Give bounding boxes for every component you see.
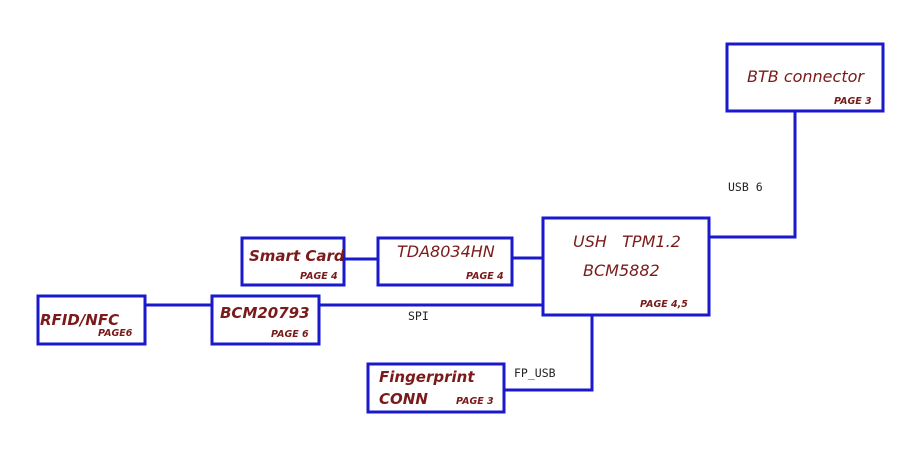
bcm20793-page: PAGE 6 <box>271 329 309 340</box>
bcm20793-block: BCM20793 PAGE 6 <box>210 294 321 346</box>
fingerprint-conn-page: PAGE 3 <box>456 396 494 407</box>
ush-tpm-block: USH TPM1.2 BCM5882 PAGE 4,5 <box>541 216 711 317</box>
rfid-nfc-block: RFID/NFC PAGE6 <box>36 294 147 346</box>
btb-connector-block: BTB connector PAGE 3 <box>725 42 885 113</box>
conn-label: CONN <box>379 390 428 408</box>
tda8034hn-label: TDA8034HN <box>397 242 495 261</box>
btb-connector-page: PAGE 3 <box>834 96 872 107</box>
wire-fingerprint-ush <box>504 315 594 392</box>
spi-signal-label: SPI <box>408 309 429 323</box>
ush-tpm-label: USH TPM1.2 <box>573 232 681 251</box>
rfid-nfc-label: RFID/NFC <box>40 311 119 329</box>
fingerprint-label: Fingerprint <box>379 368 475 386</box>
wires <box>145 111 797 392</box>
smart-card-page: PAGE 4 <box>300 271 338 282</box>
btb-connector-label: BTB connector <box>747 67 865 86</box>
tda8034hn-page: PAGE 4 <box>466 271 504 282</box>
smart-card-block: Smart Card PAGE 4 <box>240 236 346 287</box>
wire-ush-btb <box>709 111 797 239</box>
fp-usb-signal-label: FP_USB <box>514 366 556 380</box>
smart-card-label: Smart Card <box>249 247 345 265</box>
tda8034hn-block: TDA8034HN PAGE 4 <box>376 236 514 287</box>
rfid-nfc-page: PAGE6 <box>98 328 133 339</box>
usb6-signal-label: USB 6 <box>728 180 763 194</box>
fingerprint-conn-block: Fingerprint CONN PAGE 3 <box>366 362 506 414</box>
bcm20793-label: BCM20793 <box>220 304 310 322</box>
ush-tpm-page: PAGE 4,5 <box>640 299 688 310</box>
bcm5882-label: BCM5882 <box>583 261 660 280</box>
